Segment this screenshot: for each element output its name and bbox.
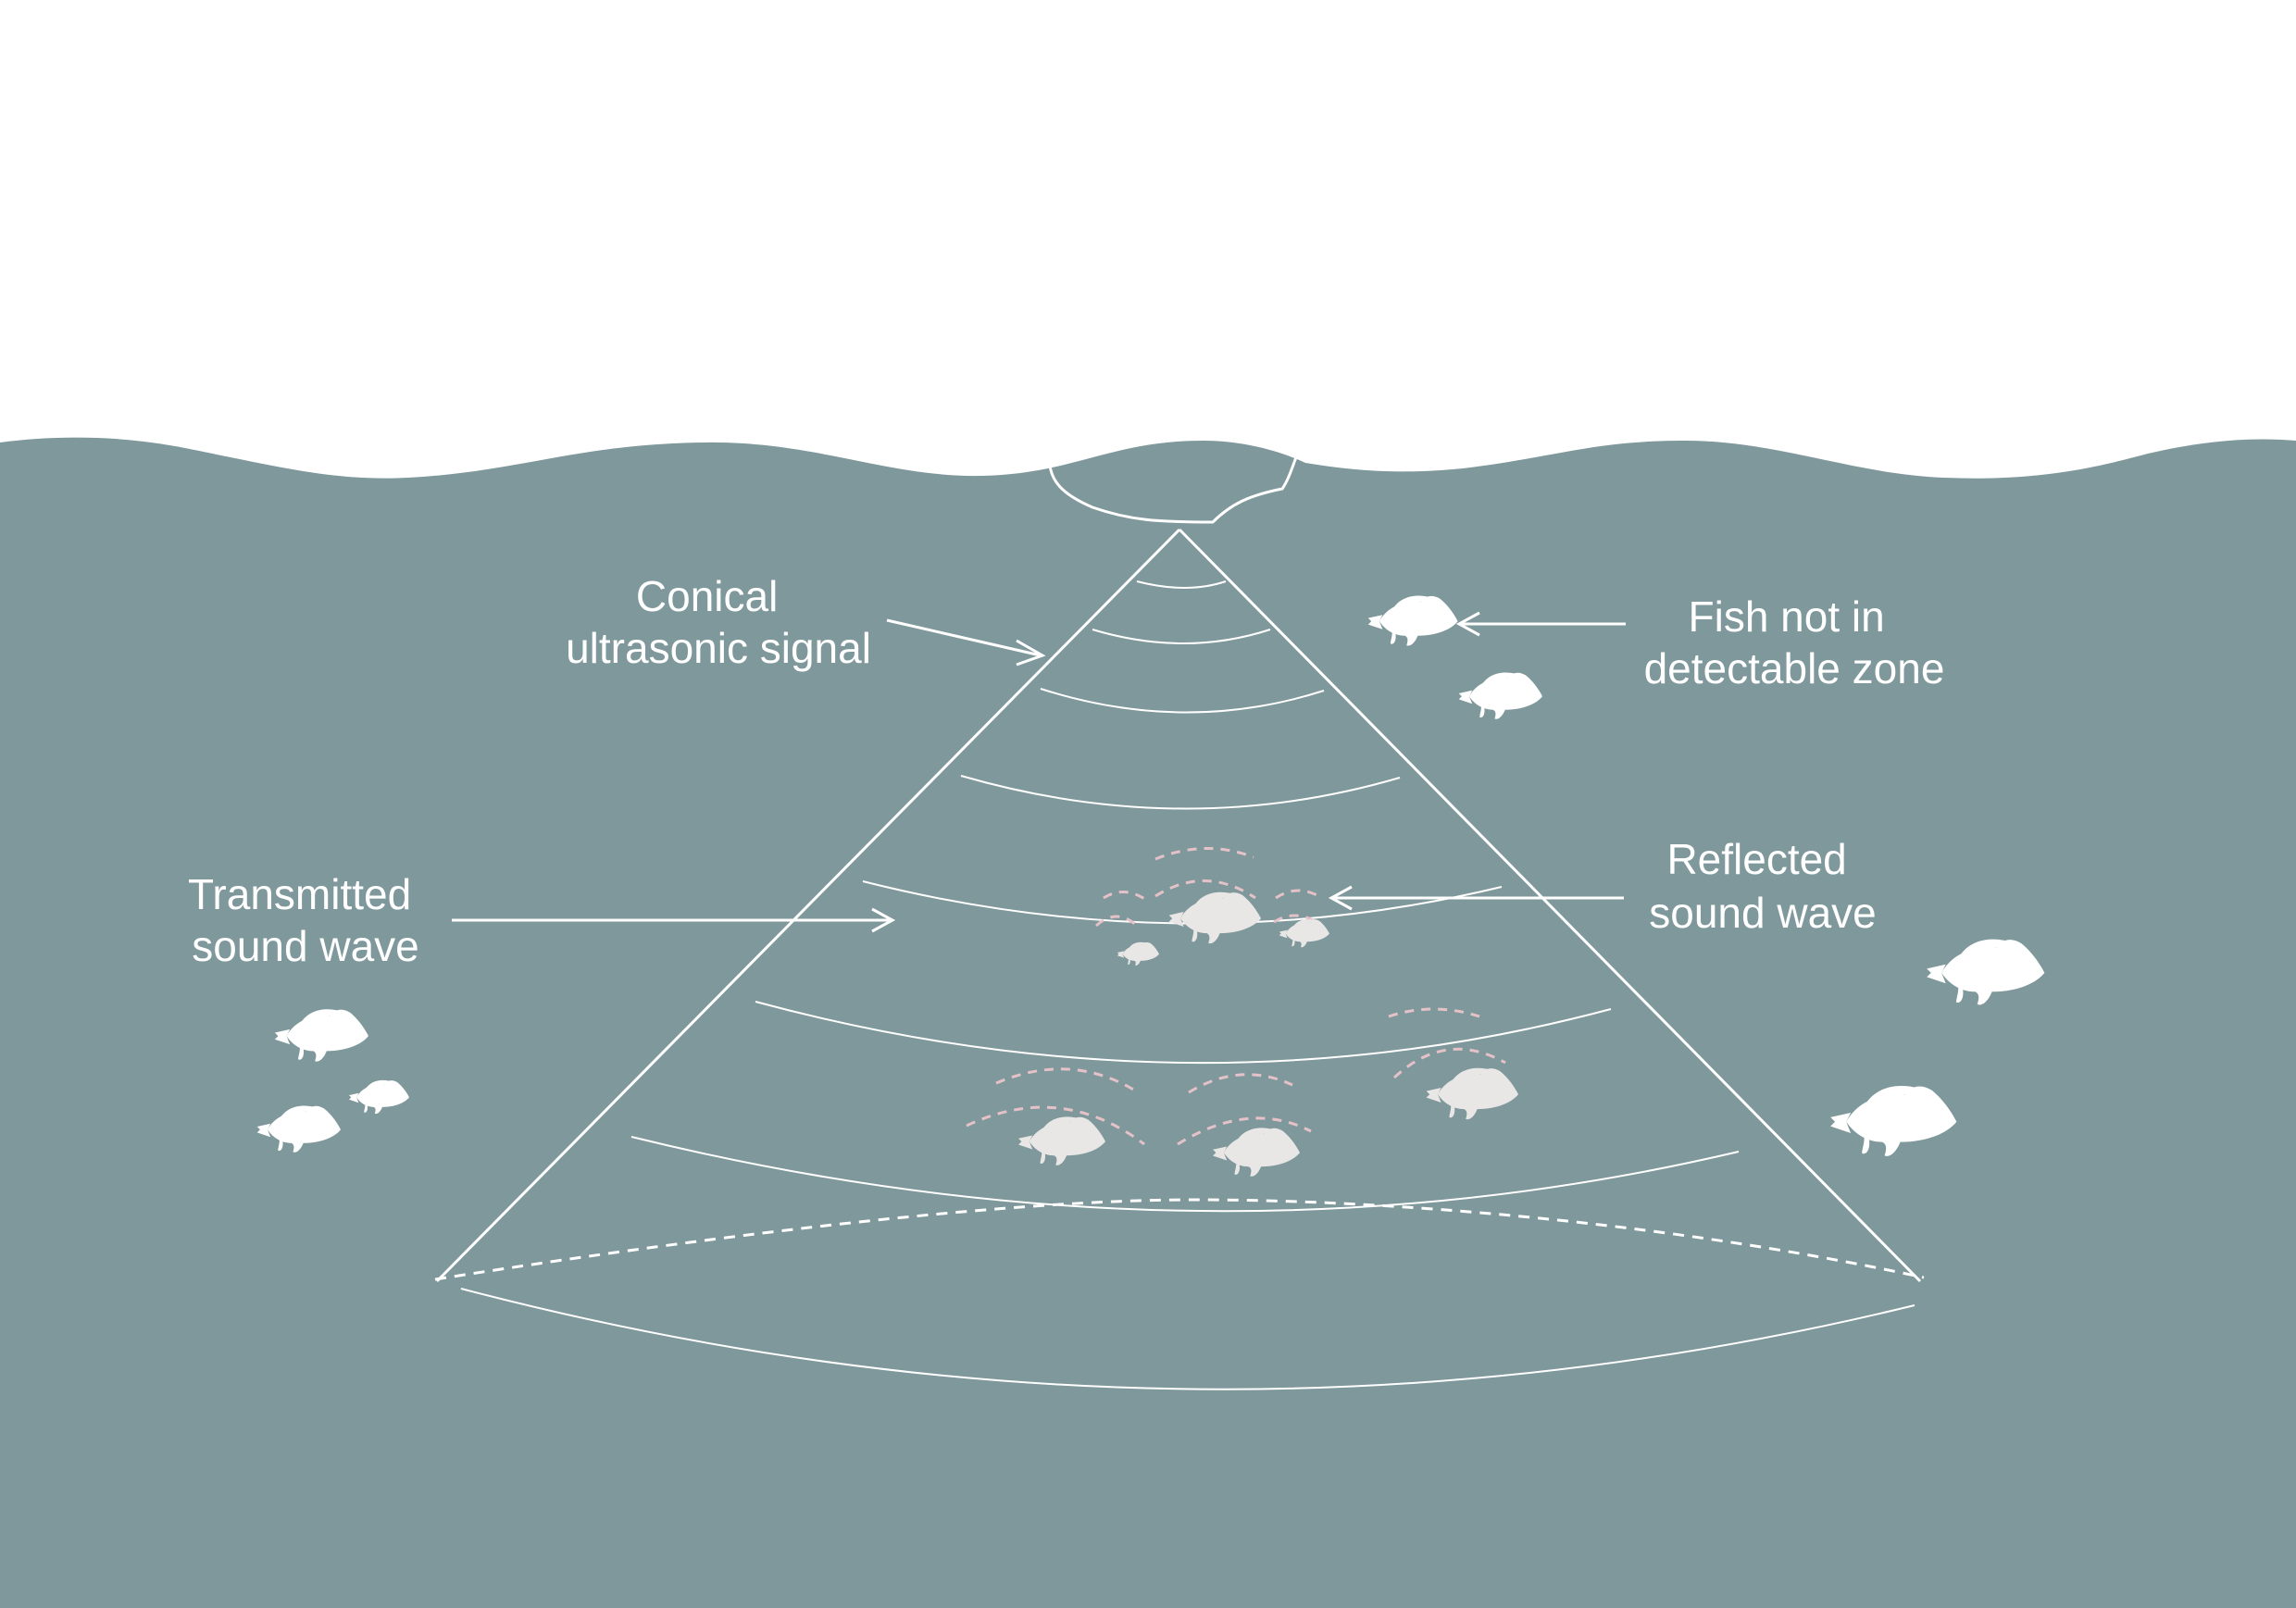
label-line: Conical: [636, 572, 778, 620]
detectable-zone-rim: [434, 1198, 1925, 1281]
reflected-wave-arc: [995, 1067, 1136, 1092]
reflected-wave-arc: [1103, 891, 1147, 902]
wave-arc: [630, 1136, 1740, 1213]
signal-cone: [435, 528, 1922, 1283]
boat-hull-icon: [1048, 451, 1298, 524]
wave-arc: [1040, 688, 1325, 714]
label-transmitted-wave: Transmitted sound wave: [188, 870, 423, 970]
reflected-wave-arc: [1392, 1047, 1506, 1079]
reflected-wave-arc: [1154, 846, 1254, 861]
wave-arc: [755, 1001, 1612, 1065]
cone-right-edge: [1178, 528, 1922, 1283]
reflected-wave-arc: [1154, 879, 1256, 900]
label-line: detectable zone: [1644, 644, 1945, 692]
wave-arc: [1092, 629, 1271, 644]
wave-arc: [960, 775, 1401, 810]
label-arrows: [452, 611, 1626, 933]
label-line: ultrasonic signal: [566, 624, 871, 672]
label-fish-not-detectable: Fish not in detectable zone: [1644, 592, 1945, 692]
label-line: sound wave: [192, 922, 419, 970]
reflected-wave-arc: [1275, 889, 1323, 900]
wave-arc: [460, 1288, 1915, 1390]
cone-left-edge: [435, 528, 1181, 1283]
wave-arc: [862, 880, 1503, 925]
label-conical-signal: Conical ultrasonic signal: [566, 572, 871, 672]
reflected-wave-arc: [966, 1105, 1145, 1146]
arrow-head: [871, 907, 896, 933]
label-line: sound wave: [1649, 889, 1877, 937]
arrow-head: [1455, 611, 1480, 637]
transmitted-wave-arcs: [460, 580, 1915, 1390]
arrow-head: [1016, 639, 1046, 667]
reflected-wave-arc: [1177, 1116, 1312, 1146]
label-line: Reflected: [1666, 835, 1846, 883]
reflected-wave-arc: [1188, 1073, 1293, 1094]
label-reflected-wave: Reflected sound wave: [1649, 835, 1877, 937]
conical-signal-arrow: [886, 618, 1042, 657]
label-line: Transmitted: [188, 870, 411, 918]
wave-arc: [1136, 580, 1227, 589]
arrow-head: [1328, 885, 1353, 911]
reflected-wave-arc: [1094, 915, 1139, 928]
label-line: Fish not in: [1689, 592, 1885, 641]
